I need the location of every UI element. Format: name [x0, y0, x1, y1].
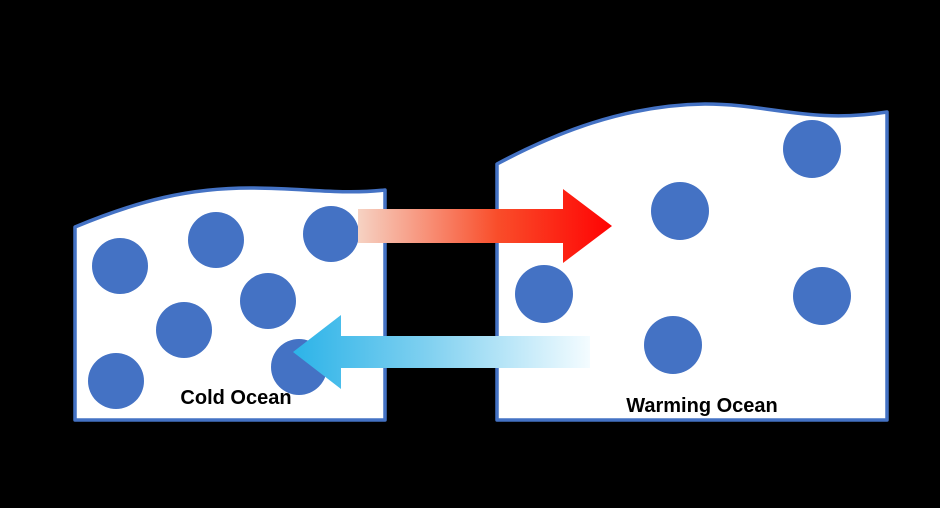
water-molecule — [515, 265, 573, 323]
warming-ocean-label: Warming Ocean — [626, 395, 778, 417]
warming-ocean-box — [495, 102, 889, 422]
water-molecule — [240, 273, 296, 329]
heat-transfer-left-arrow — [293, 315, 590, 389]
water-molecule — [793, 267, 851, 325]
cold-ocean-label: Cold Ocean — [180, 387, 291, 409]
warming-ocean-container — [495, 102, 889, 422]
water-molecule — [651, 182, 709, 240]
water-molecule — [88, 353, 144, 409]
water-molecule — [188, 212, 244, 268]
water-molecule — [156, 302, 212, 358]
water-molecule — [783, 120, 841, 178]
warming-ocean-molecules — [515, 120, 851, 374]
water-molecule — [92, 238, 148, 294]
water-molecule — [303, 206, 359, 262]
water-molecule — [644, 316, 702, 374]
heat-transfer-right-arrow — [358, 189, 612, 263]
